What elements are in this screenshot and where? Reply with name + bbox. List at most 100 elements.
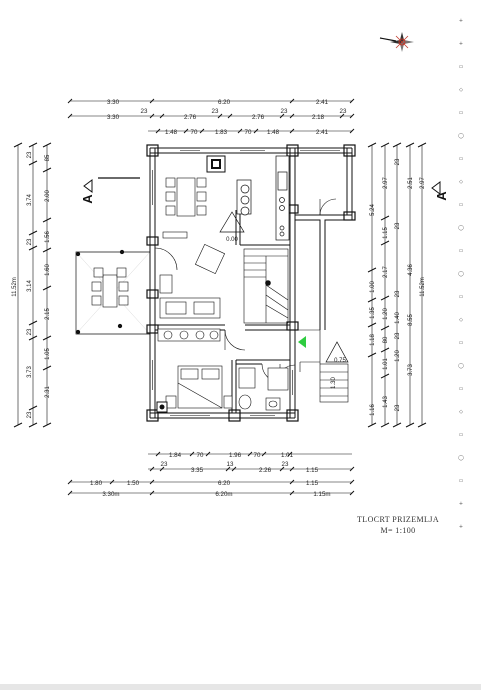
- side-mark: ◯: [458, 225, 464, 231]
- section-mark-left: A: [80, 177, 140, 204]
- dim-left-a-0: 23: [27, 151, 33, 158]
- right-dimension-labels: 5.24 1.00 1.35 1.18 1.16 2.97 1.15 2.17 …: [370, 158, 426, 416]
- dim-right-b-4: 80: [383, 336, 389, 343]
- dim-right-a-0: 5.24: [370, 204, 376, 216]
- top-dimension-labels: 3.30 6.20 2.41 3.30 23 2.76 23 2.76 23 2…: [107, 99, 347, 136]
- side-mark: +: [459, 18, 463, 24]
- dim-top3-2: 1.83: [215, 129, 228, 136]
- left-dimension-lines: [13, 142, 52, 428]
- dim-top3-3: 70: [245, 129, 252, 136]
- bed: [165, 365, 233, 409]
- section-label-right: A: [434, 191, 449, 201]
- dim-right-d-0: 2.51: [408, 177, 414, 189]
- dim-bottom3-1: 1.50: [127, 480, 140, 487]
- side-mark: +: [459, 524, 463, 530]
- dim-bottom3-2: 6.20: [218, 480, 231, 487]
- dining-table-set: [165, 177, 207, 217]
- dim-right-b-2: 2.17: [383, 266, 389, 278]
- dim-left-b-6: 2.31: [45, 386, 51, 398]
- bedroom-corner-stove: [156, 401, 168, 413]
- side-mark: ◯: [458, 133, 464, 139]
- entrance-arrow-icon: [298, 336, 306, 348]
- bottom-dimension-labels: 1.84 70 1.96 70 1.01 23 3.35 13 2.26 23 …: [90, 452, 331, 498]
- dim-left-b-4: 2.15: [45, 308, 51, 320]
- dim-right-b-3: 1.20: [383, 308, 389, 320]
- compass-icon: [379, 32, 414, 52]
- dim-right-total: 11.52m: [420, 277, 426, 297]
- dim-top2-6: 2.18: [312, 114, 325, 121]
- dim-top3-0: 1.48: [165, 129, 178, 136]
- doors: [154, 198, 337, 384]
- dim-bottom4-0: 3.30m: [102, 491, 119, 498]
- dim-right-b-0: 2.97: [383, 177, 389, 189]
- right-dimension-lines: [367, 142, 427, 428]
- stove-icon: [206, 155, 226, 173]
- dim-right-c-1: 23: [395, 222, 401, 229]
- bottom-scroll-bar: [0, 684, 481, 690]
- dim-right-c-4: 23: [395, 332, 401, 339]
- dim-right-c-0: 23: [395, 158, 401, 165]
- exterior-walls: [149, 147, 353, 419]
- dim-bottom2-2: 13: [227, 461, 234, 468]
- side-mark: ▭: [459, 202, 464, 208]
- dim-right-d-3: 3.73: [408, 364, 414, 376]
- side-mark: +: [459, 501, 463, 507]
- kitchen-counter: [236, 155, 290, 241]
- dim-top1-1: 6.20: [218, 99, 231, 106]
- dim-right-b-5: 1.01: [383, 358, 389, 370]
- side-mark: ◇: [459, 409, 463, 415]
- dim-right-a-3: 1.18: [370, 334, 376, 346]
- dim-bottom2-5: 1.15: [306, 467, 319, 474]
- dim-left-a-1: 3.74: [27, 194, 33, 206]
- left-dimension-labels: 11.52m 23 3.74 23 3.14 23 3.73 23 85 2.0…: [12, 151, 51, 418]
- dim-right-e-0: 2.97: [420, 177, 426, 189]
- tv-cabinet: [157, 328, 221, 342]
- side-mark: ◇: [459, 179, 463, 185]
- dim-left-total: 11.52m: [12, 277, 18, 297]
- dim-left-a-6: 23: [27, 411, 33, 418]
- dim-top1-2: 2.41: [316, 99, 329, 106]
- dim-right-c-2: 23: [395, 290, 401, 297]
- side-mark: ◯: [458, 271, 464, 277]
- dim-top2-7: 23: [340, 108, 347, 115]
- dim-bottom3-3: 1.15: [306, 480, 319, 487]
- dim-right-c-3: 1.40: [395, 312, 401, 324]
- level-kitchen: 0.00: [226, 237, 238, 243]
- side-mark: +: [459, 41, 463, 47]
- bathroom-fixtures: [238, 367, 289, 411]
- section-mark-right: A: [431, 181, 449, 201]
- side-mark: ▭: [459, 432, 464, 438]
- living-room-furniture: [159, 243, 226, 319]
- level-entrance: 0.75: [334, 358, 346, 364]
- dim-top3-1: 70: [191, 129, 198, 136]
- dim-right-a-4: 1.16: [370, 404, 376, 416]
- drawing-title: TLOCRT PRIZEMLJA: [357, 515, 439, 524]
- dim-bottom2-1: 3.35: [191, 467, 204, 474]
- dim-left-a-4: 23: [27, 328, 33, 335]
- dim-right-a-1: 1.00: [370, 281, 376, 293]
- counter-small: [162, 231, 188, 239]
- dim-top2-1: 23: [141, 108, 148, 115]
- level-mark-entrance: 0.75: [325, 341, 349, 364]
- level-step: 1.30: [331, 377, 337, 389]
- dim-bottom2-3: 2.26: [259, 467, 272, 474]
- side-mark: ◯: [458, 455, 464, 461]
- bar-stools: [240, 184, 250, 216]
- staircase: [243, 248, 289, 324]
- dim-right-d-2: 8.55: [408, 314, 414, 326]
- dim-left-a-2: 23: [27, 238, 33, 245]
- dim-left-b-2: 1.56: [45, 231, 51, 243]
- side-mark: ◯: [458, 363, 464, 369]
- dim-top3-4: 1.48: [267, 129, 280, 136]
- dim-right-b-6: 1.43: [383, 396, 389, 408]
- terrace-table-set: [91, 267, 129, 308]
- drawing-scale: M= 1:100: [380, 526, 415, 535]
- side-mark: ▭: [459, 386, 464, 392]
- windows: [152, 150, 340, 416]
- dim-bottom4-1: 6.20m: [215, 491, 232, 498]
- dim-bottom2-4: 23: [282, 461, 289, 468]
- section-label-left: A: [80, 194, 95, 204]
- dim-top2-2: 2.76: [184, 114, 197, 121]
- dim-top2-0: 3.30: [107, 114, 120, 121]
